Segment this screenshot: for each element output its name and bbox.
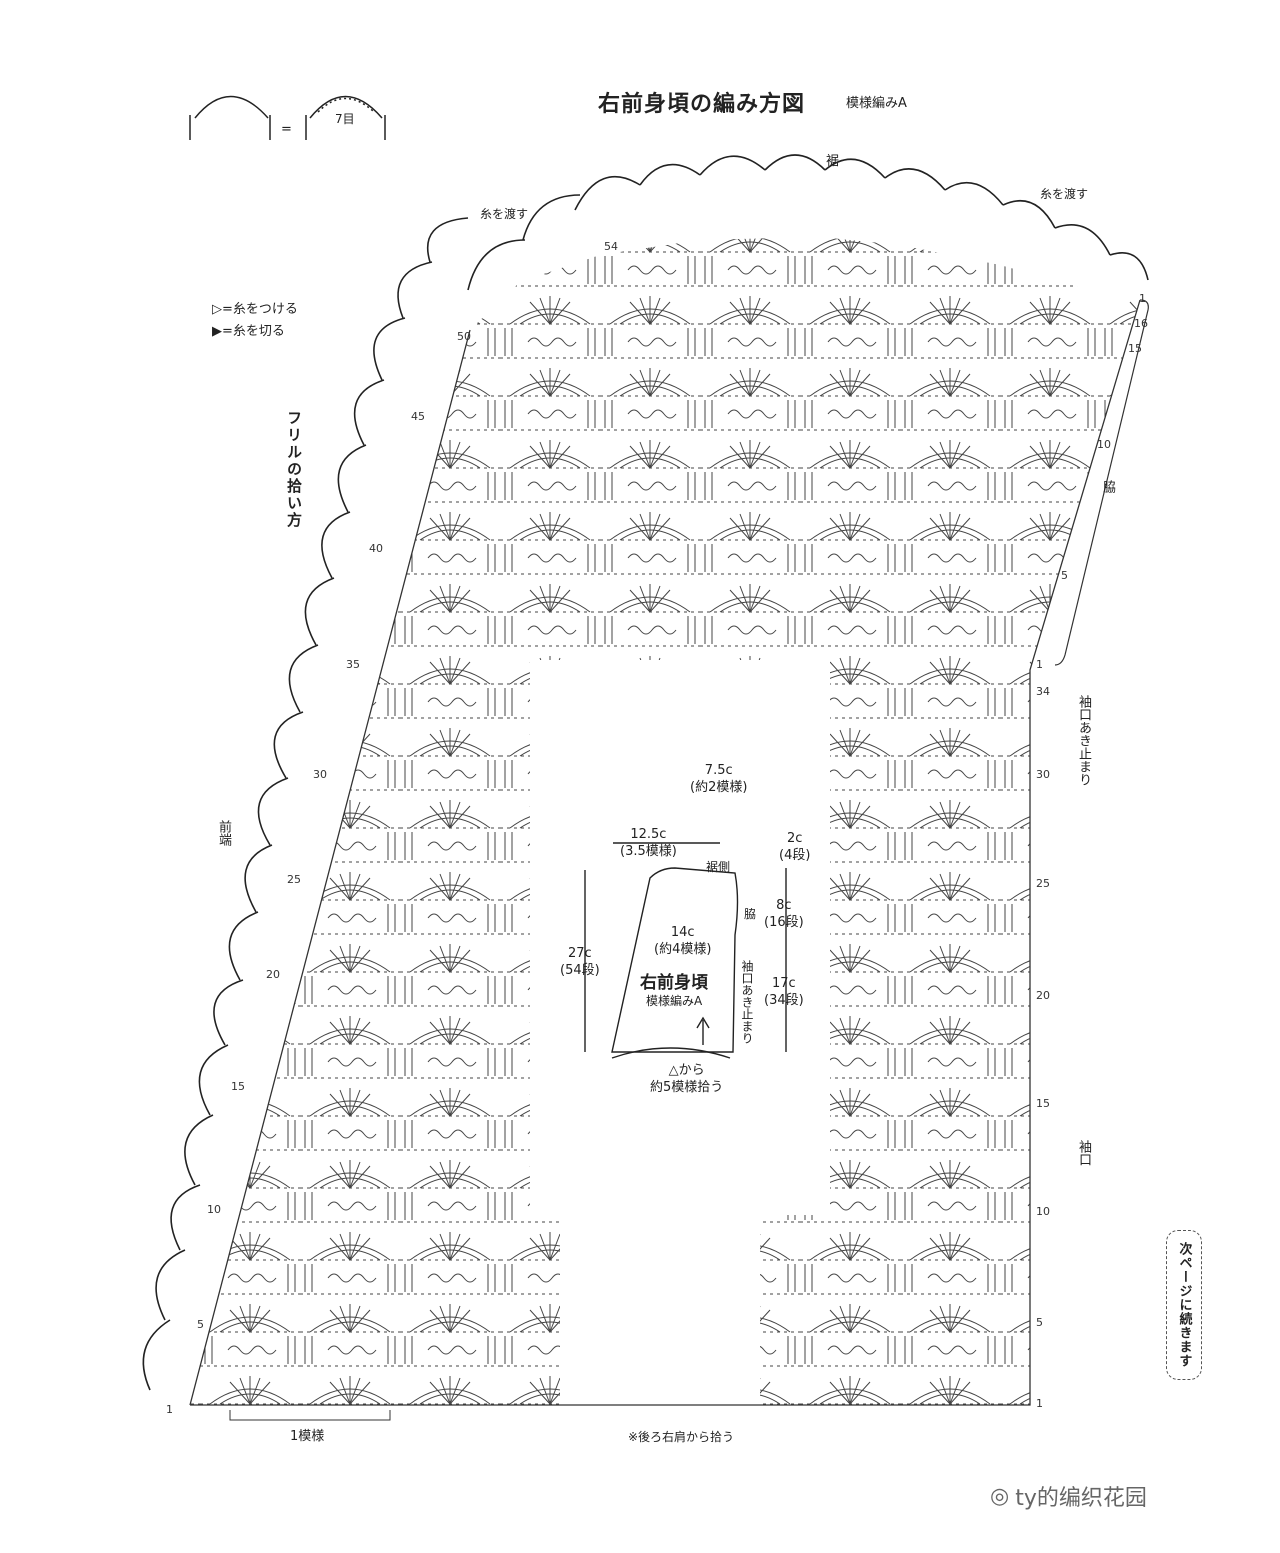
legend-cut: ▶=糸を切る [212, 324, 285, 339]
row-number-side: 1 [1139, 292, 1146, 305]
pass-yarn-left: 糸を渡す [480, 207, 529, 221]
row-number-left: 10 [207, 1203, 221, 1216]
row-number-side: 5 [1061, 569, 1068, 582]
row-number-left: 30 [313, 768, 327, 781]
one-pattern-label: 1模様 [290, 1429, 325, 1444]
legend-stitch-count: 7目 [335, 112, 355, 126]
side-label: 脇 [1100, 480, 1115, 493]
row-number-right: 30 [1036, 768, 1050, 781]
center-opening [530, 660, 830, 1215]
dim-total-height: 27c(54段) [560, 946, 600, 978]
armhole-stop-label: 袖口あき止まり [1076, 695, 1091, 786]
row-number-right: 20 [1036, 989, 1050, 1002]
row-number-side: 10 [1097, 438, 1111, 451]
front-edge-label: 前端 [216, 820, 231, 846]
legend-equals: = [281, 122, 292, 137]
hem-label: 裾 [826, 154, 840, 169]
sleeve-opening-label: 袖口 [1076, 1140, 1091, 1166]
row-number-right: 25 [1036, 877, 1050, 890]
row-number-side: 16 [1134, 317, 1148, 330]
side-bracket [1054, 299, 1149, 666]
pickup-instruction: △から約5模様拾う [650, 1063, 724, 1095]
dim-height-3: 17c(34段) [764, 976, 804, 1008]
row-number-left: 35 [346, 658, 360, 671]
dim-top-width: 7.5c(約2模様) [690, 763, 748, 795]
schematic-piece [584, 842, 787, 1059]
dim-neck-width: 12.5c(3.5模様) [620, 827, 677, 859]
row-number-left: 20 [266, 968, 280, 981]
row-number-side: 1 [1036, 658, 1043, 671]
attach-marker-icon: ▷ [212, 302, 222, 317]
row-number-left: 45 [411, 410, 425, 423]
row-number-left: 5 [197, 1318, 204, 1331]
pass-yarn-right: 糸を渡す [1040, 187, 1089, 201]
row-number-left: 25 [287, 873, 301, 886]
row-number-left: 15 [231, 1080, 245, 1093]
piece-pattern: 模様編みA [646, 994, 703, 1008]
schematic-side-label: 脇 [744, 907, 757, 921]
legend-scallop [189, 95, 386, 140]
dim-height-2: 8c(16段) [764, 898, 804, 930]
left-frill [142, 217, 469, 1391]
hem-side-label: 裾側 [706, 860, 731, 874]
wechat-icon: ◎ [990, 1483, 1010, 1509]
next-page-box[interactable]: 次ページに続きます [1166, 1230, 1202, 1380]
dim-mid-width: 14c(約4模様) [654, 925, 712, 957]
row-number-left: 1 [166, 1403, 173, 1416]
row-number-right: 1 [1036, 1397, 1043, 1410]
schematic-armhole-label: 袖口あき止まり [740, 960, 754, 1044]
frill-label: フリルの拾い方 [285, 410, 303, 529]
row-number-left: 40 [369, 542, 383, 555]
body-outline [189, 299, 1141, 1406]
row-number-right: 34 [1036, 685, 1050, 698]
pattern-bracket [229, 1410, 391, 1421]
row-number-left: 50 [457, 330, 471, 343]
row-number-right: 10 [1036, 1205, 1050, 1218]
pickup-note: ※後ろ右肩から拾う [628, 1430, 735, 1444]
row-number-side: 15 [1128, 342, 1142, 355]
legend-attach: ▷=糸をつける [212, 302, 298, 317]
top-frill [467, 154, 1149, 291]
pattern-name: 模様編みA [846, 96, 907, 111]
piece-name: 右前身頃 [640, 973, 708, 993]
dim-height-1: 2c(4段) [779, 831, 811, 863]
page-title: 右前身頃の編み方図 [598, 92, 806, 117]
row-number-right: 5 [1036, 1316, 1043, 1329]
next-page-label: 次ページに続きます [1176, 1242, 1192, 1368]
row-number-right: 15 [1036, 1097, 1050, 1110]
watermark: ◎ ty的编织花园 [990, 1483, 1147, 1512]
cut-marker-icon: ▶ [212, 324, 222, 339]
row-number-left: 54 [604, 240, 618, 253]
